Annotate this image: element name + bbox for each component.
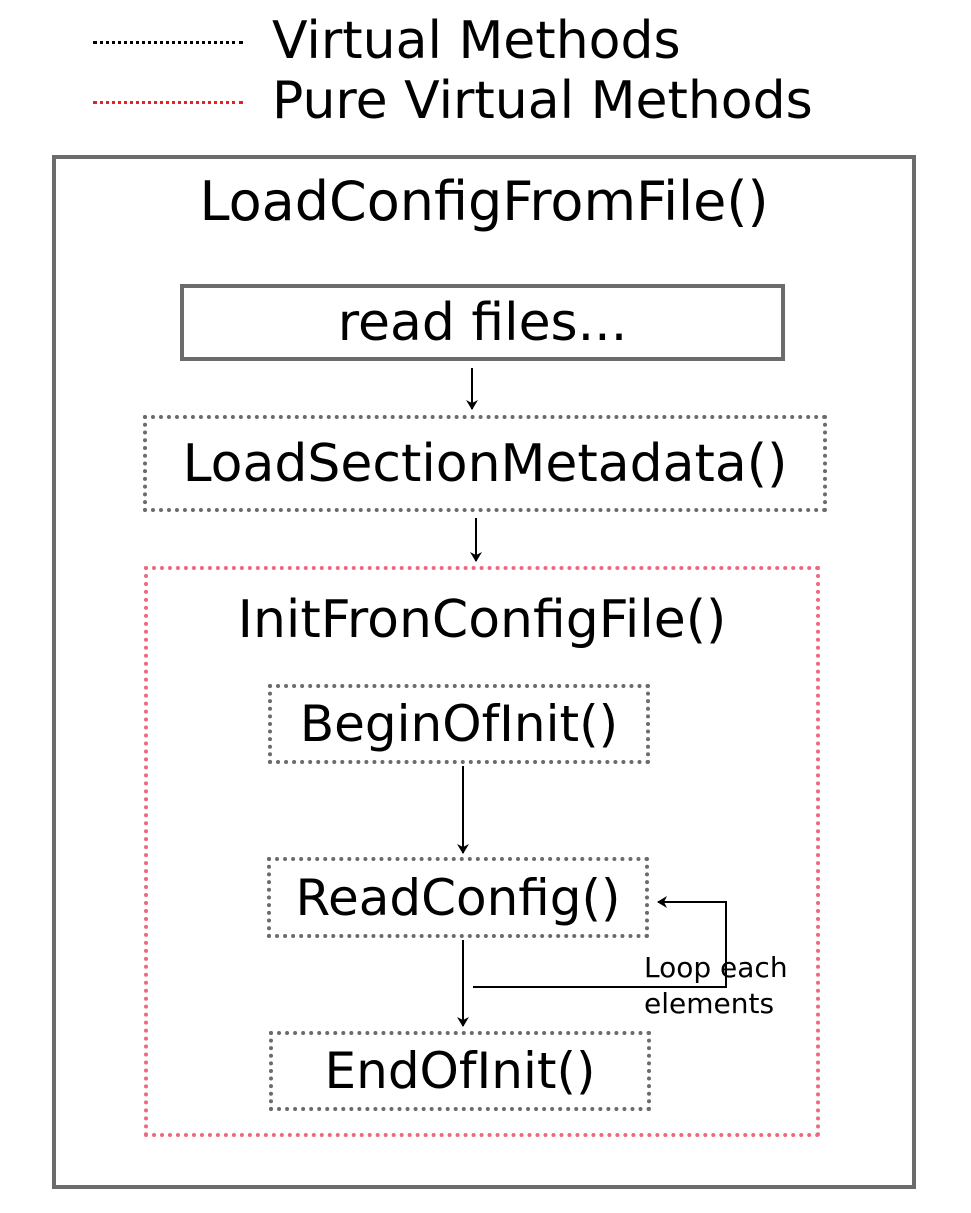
read-files-box: read files... bbox=[180, 284, 785, 361]
legend-pure-virtual-label: Pure Virtual Methods bbox=[272, 71, 813, 131]
legend-virtual-swatch bbox=[93, 41, 243, 44]
load-section-metadata-label: LoadSectionMetadata() bbox=[182, 433, 788, 494]
loop-annotation: Loop each elements bbox=[644, 950, 788, 1023]
read-config-box: ReadConfig() bbox=[267, 857, 649, 938]
begin-of-init-box: BeginOfInit() bbox=[268, 684, 650, 764]
load-section-metadata-box: LoadSectionMetadata() bbox=[143, 415, 827, 512]
loop-annotation-line2: elements bbox=[644, 987, 775, 1021]
read-files-label: read files... bbox=[337, 292, 628, 353]
end-of-init-label: EndOfInit() bbox=[324, 1042, 596, 1100]
legend-pure-virtual-swatch bbox=[93, 101, 243, 104]
load-config-from-file-box bbox=[52, 155, 916, 1189]
load-config-from-file-title: LoadConfigFromFile() bbox=[199, 170, 769, 233]
read-config-label: ReadConfig() bbox=[295, 868, 621, 927]
init-from-config-file-title: InitFronConfigFile() bbox=[237, 590, 727, 650]
legend-virtual-label: Virtual Methods bbox=[272, 11, 681, 71]
arrow-loop-back bbox=[473, 896, 727, 988]
end-of-init-box: EndOfInit() bbox=[269, 1031, 651, 1111]
begin-of-init-label: BeginOfInit() bbox=[299, 695, 619, 753]
init-from-config-file-box bbox=[144, 566, 820, 1137]
loop-annotation-line1: Loop each bbox=[644, 951, 788, 984]
